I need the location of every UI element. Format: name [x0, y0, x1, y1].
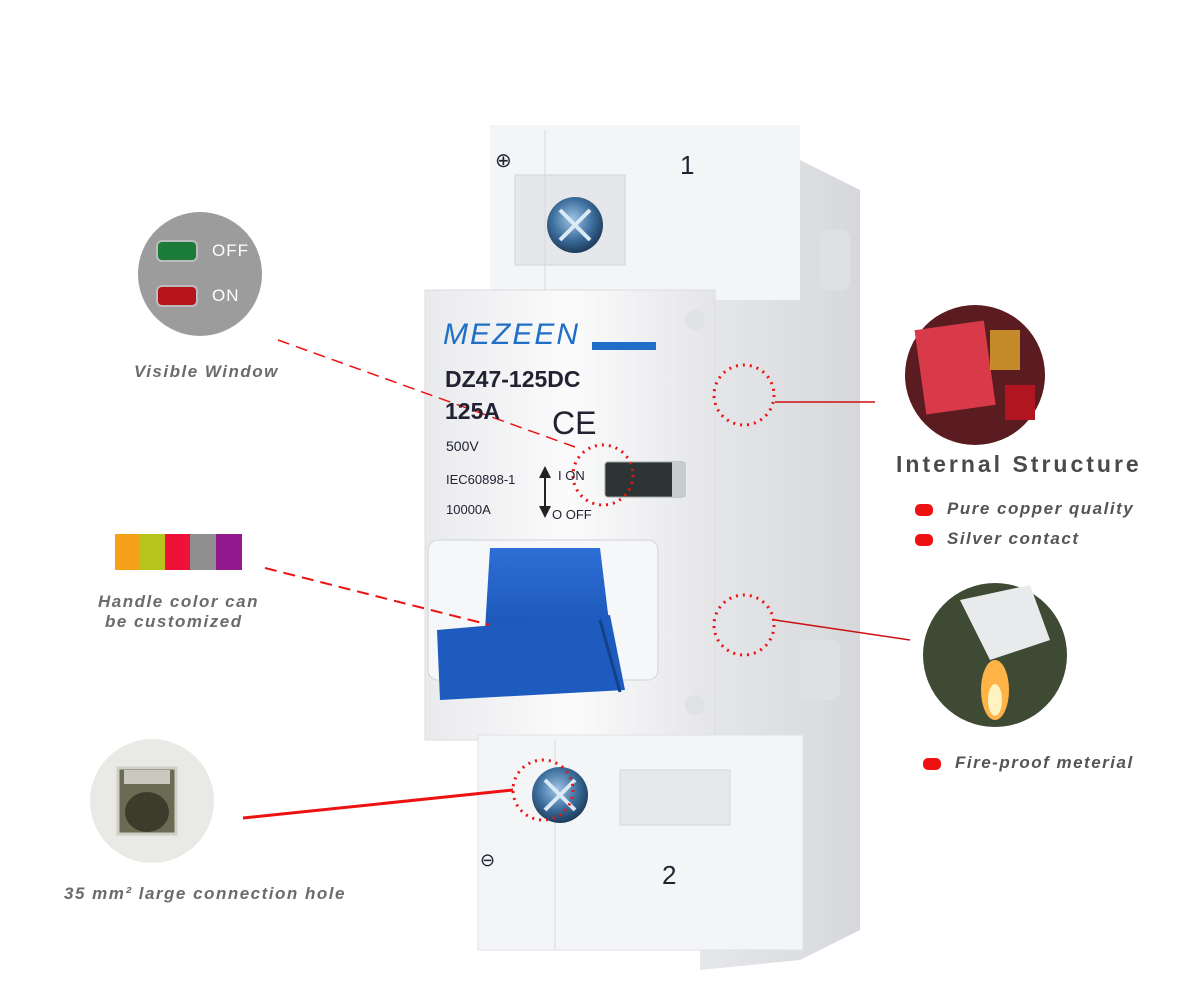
ce-mark: CE [552, 405, 597, 441]
rating-label: 125A [445, 398, 500, 424]
swatch-gray [190, 534, 216, 570]
bullet-icon [915, 503, 933, 516]
window-on-label: ON [212, 286, 240, 305]
brand-logo: MEZEEN [443, 318, 581, 351]
breaking-capacity-label: 10000A [446, 502, 491, 517]
swatch-lime [140, 534, 166, 570]
connection-hole-caption: 35 mm² large connection hole [64, 884, 346, 903]
visible-window-caption: Visible Window [134, 362, 279, 381]
handle-color-caption-line1: Handle color can [98, 592, 259, 611]
feature-fire-proof: Fire-proof meterial [923, 753, 1134, 773]
terminal-2-label: 2 [662, 860, 677, 890]
terminal-1-label: 1 [680, 150, 695, 180]
bullet-icon [915, 533, 933, 546]
off-position-label: O OFF [552, 507, 592, 522]
standard-label: IEC60898-1 [446, 472, 516, 487]
window-off-label: OFF [212, 241, 249, 260]
feature-pure-copper-text: Pure copper quality [947, 499, 1135, 518]
plus-icon: ⊕ [495, 150, 512, 172]
minus-icon: ⊖ [480, 850, 496, 870]
swatch-orange [115, 534, 141, 570]
bullet-icon [923, 757, 941, 770]
handle-color-caption-line2: be customized [105, 612, 243, 631]
swatch-red [165, 534, 191, 570]
voltage-label: 500V [446, 438, 479, 454]
feature-silver-contact: Silver contact [915, 529, 1080, 549]
internal-structure-title: Internal Structure [896, 451, 1142, 477]
feature-fire-proof-text: Fire-proof meterial [955, 753, 1134, 772]
feature-pure-copper: Pure copper quality [915, 499, 1134, 519]
feature-silver-contact-text: Silver contact [947, 529, 1080, 548]
swatch-purple [216, 534, 242, 570]
on-position-label: I ON [558, 468, 585, 483]
model-label: DZ47-125DC [445, 366, 581, 392]
